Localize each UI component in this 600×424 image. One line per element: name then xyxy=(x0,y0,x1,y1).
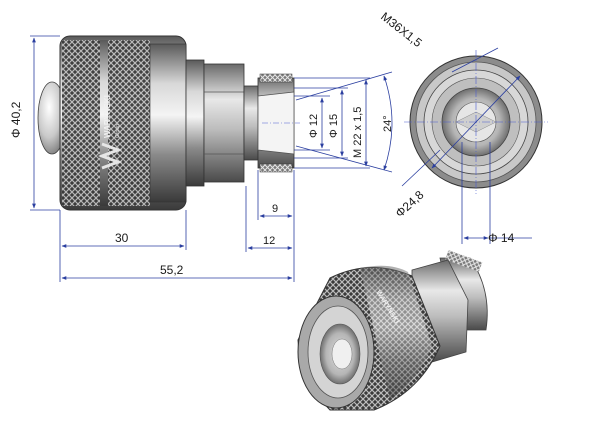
dim-length-30: 30 xyxy=(115,231,129,245)
isometric-view: WARYŃSKI xyxy=(297,250,488,411)
dim-length-12: 12 xyxy=(263,235,275,247)
dim-thread-male: M 22 x 1,5 xyxy=(352,107,364,158)
dim-body-diameter: Φ 40,2 xyxy=(9,101,23,138)
logo-subtext: Group xyxy=(115,124,121,138)
neck xyxy=(243,85,259,161)
side-view-dimensions xyxy=(30,35,393,282)
dim-bore-outer: Φ 15 xyxy=(328,114,340,138)
brand-logo: WARYŃSKI Group xyxy=(97,95,123,170)
dim-bore-inner: Φ 12 xyxy=(308,114,320,138)
collar xyxy=(185,59,205,187)
dim-face-bore: Φ 14 xyxy=(488,231,515,245)
dim-length-9: 9 xyxy=(272,203,278,215)
dim-length-total: 55,2 xyxy=(160,263,184,277)
dim-thread-face: M36X1,5 xyxy=(378,9,425,50)
dim-face-diameter: Φ24,8 xyxy=(393,188,427,221)
front-view-dimensions xyxy=(401,47,532,244)
logo-text: WARYŃSKI xyxy=(103,95,112,138)
hex-section xyxy=(203,63,245,183)
side-view: WARYŃSKI Group xyxy=(37,35,300,211)
dim-taper-angle: 24° xyxy=(382,115,394,132)
